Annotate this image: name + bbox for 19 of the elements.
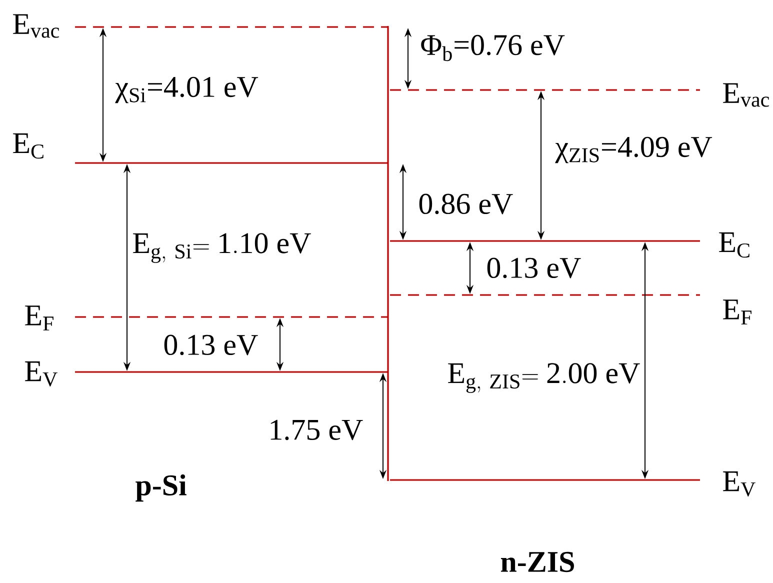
energy-label: χ$_{ZIS}$=4.09 eV: [555, 136, 712, 164]
level-label: E$_{F}$: [723, 300, 752, 324]
level-label: E$_{vac}$: [13, 14, 60, 38]
energy-label: $\mathrm{E}_{\mathrm{g,\ Si}}\mathrm{=1.10\ eV}$: [133, 233, 311, 263]
energy-label: 0.13 eV: [164, 334, 258, 356]
level-label: E$_{F}$: [25, 306, 54, 330]
level-label: E$_{V}$: [25, 361, 58, 387]
region-label: p-Si: [136, 474, 186, 502]
level-label: E$_{C}$: [719, 232, 750, 258]
energy-label: $\mathrm{E}_{\mathrm{g,\ ZIS}}\mathrm{=2.00\ eV}$: [448, 363, 640, 393]
level-label: E$_{C}$: [13, 133, 44, 159]
energy-label: χ$_{Si}$=4.01 eV: [115, 76, 258, 104]
energy-label: 0.86 eV: [419, 194, 513, 214]
energy-label: 0.13 eV: [487, 258, 581, 278]
level-label: E$_{V}$: [723, 471, 756, 497]
energy-label: Φ$_{b}$=0.76 eV: [421, 34, 565, 62]
level-label: E$_{vac}$: [723, 83, 770, 107]
energy-label: 1.75 eV: [270, 420, 363, 440]
region-label: n-ZIS: [501, 552, 574, 572]
